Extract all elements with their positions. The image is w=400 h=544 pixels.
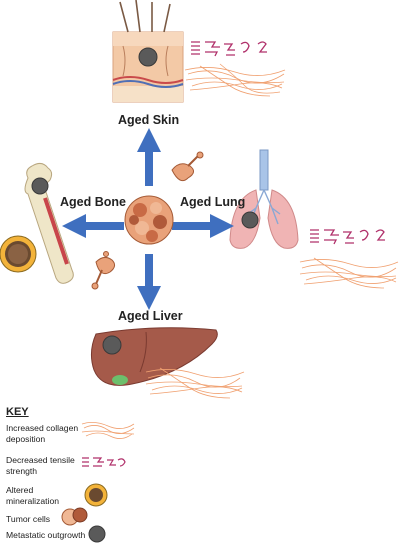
bone-metastasis-icon (31, 177, 49, 195)
label-aged-skin: Aged Skin (118, 113, 180, 127)
aged-skin-illustration (112, 0, 184, 103)
liver-collagen-icon (145, 367, 245, 399)
key-item-label: Decreased tensile strength (6, 455, 75, 476)
key-tensile-icon (82, 457, 126, 467)
key-mineralization-icon (84, 483, 108, 507)
liver-metastasis-icon (102, 335, 122, 355)
migrating-cell-bottom-icon (91, 251, 116, 290)
migrating-cell-top-icon (171, 151, 204, 182)
lung-tensile-icon (310, 229, 385, 245)
tumor-cluster-icon (124, 195, 174, 245)
lung-collagen-icon (299, 257, 399, 289)
label-aged-liver: Aged Liver (118, 309, 183, 323)
bone-mineralization-icon (0, 235, 37, 273)
lung-metastasis-icon (241, 211, 259, 229)
key-collagen-icon (81, 422, 135, 439)
label-aged-bone: Aged Bone (60, 195, 126, 209)
key-item-label: Increased collagen deposition (6, 423, 79, 444)
key-item-label: Altered mineralization (6, 485, 60, 506)
arrows (62, 128, 234, 310)
label-aged-lung: Aged Lung (180, 195, 246, 209)
skin-collagen-icon (184, 63, 286, 97)
skin-tensile-icon (191, 41, 267, 57)
key-item-label: Metastatic outgrowth (6, 530, 86, 540)
key-title: KEY (6, 406, 29, 418)
key-item-label: Tumor cells (6, 514, 51, 524)
key-metastasis-icon (88, 525, 106, 543)
skin-metastasis-icon (138, 47, 158, 67)
aged-liver-illustration (90, 327, 218, 386)
key-tumor-cells-icon (61, 507, 88, 526)
